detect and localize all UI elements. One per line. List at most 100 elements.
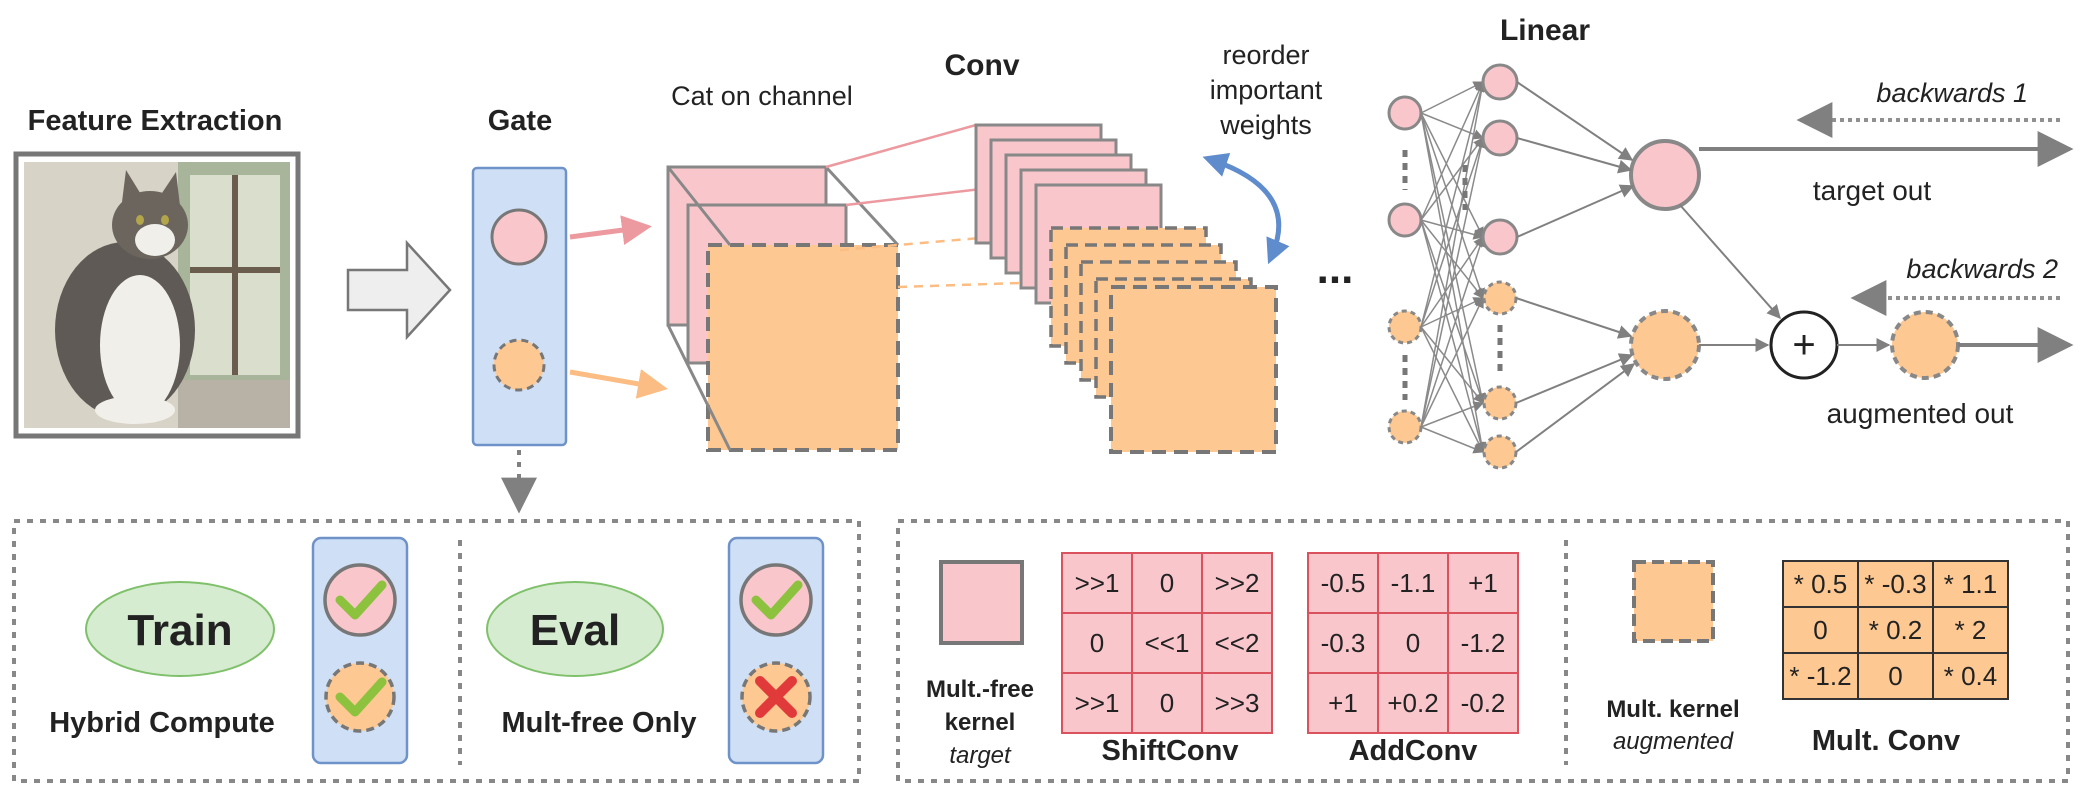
conv-link-line — [839, 230, 1051, 252]
train-augmented-node — [324, 661, 396, 733]
conv-link-line — [825, 123, 977, 169]
big-right-arrow-icon — [346, 239, 452, 341]
grid-cell-value: 0 — [1888, 661, 1902, 691]
eval-label: Eval — [530, 606, 621, 655]
grid-cell — [1307, 672, 1379, 734]
ellipsis: ... — [1317, 244, 1354, 293]
gate-target-node — [490, 208, 548, 266]
cat-on-channel-label: Cat on channel — [671, 81, 853, 111]
grid-cell-value: +1 — [1328, 688, 1358, 718]
check-icon — [335, 677, 387, 717]
addconv-grid: -0.5 -1.1 +1 -0.3 0 -1.2 +1 +0.2 -0.2 — [1307, 552, 1519, 734]
check-icon — [751, 580, 803, 620]
grid-cell-value: >>1 — [1075, 568, 1120, 598]
train-label: Train — [127, 606, 232, 655]
backwards2-label: backwards 2 — [1906, 254, 2058, 284]
conv-label: Conv — [945, 49, 1020, 82]
cross-icon — [755, 676, 797, 718]
grid-cell-value: * 0.5 — [1794, 569, 1848, 599]
train-target-node — [323, 563, 397, 637]
gate-pink-arrow — [569, 215, 652, 246]
multfree-kernel-label1: Mult.-free — [926, 676, 1034, 703]
grid-cell-value: * 1.1 — [1944, 569, 1998, 599]
grid-cell-value: 0 — [1160, 568, 1174, 598]
addconv-title: AddConv — [1349, 735, 1478, 767]
grid-cell — [1201, 612, 1273, 674]
linear-layer-network — [1420, 80, 1487, 454]
grid-cell — [1377, 612, 1449, 674]
grid-cell-value: >>2 — [1215, 568, 1260, 598]
grid-cell — [1377, 552, 1449, 614]
gate-orange-arrow — [569, 369, 668, 399]
grid-cell-value: -0.2 — [1461, 688, 1506, 718]
multfree-kernel-square — [939, 560, 1024, 645]
grid-cell-value: -0.5 — [1321, 568, 1366, 598]
grid-cell-value: >>3 — [1215, 688, 1260, 718]
grid-cell-value: +0.2 — [1387, 688, 1438, 718]
cat-photo — [13, 151, 301, 439]
reorder-arrow-icon — [1202, 153, 1290, 265]
grid-cell — [1447, 672, 1519, 734]
feature-extraction-label: Feature Extraction — [28, 105, 283, 137]
shiftconv-title: ShiftConv — [1102, 735, 1239, 767]
grid-cell — [1377, 672, 1449, 734]
grid-cell — [1201, 672, 1273, 734]
grid-cell-value: -1.2 — [1461, 628, 1506, 658]
grid-cell-value: * 0.4 — [1944, 661, 1998, 691]
grid-cell — [1782, 652, 1859, 700]
grid-cell-value: * -1.2 — [1789, 661, 1851, 691]
conv-kernel-stack — [974, 123, 1278, 454]
check-icon — [335, 580, 387, 620]
grid-cell — [1782, 606, 1859, 654]
grid-cell-value: -1.1 — [1391, 568, 1436, 598]
grid-cell — [1782, 560, 1859, 608]
grid-cell — [1932, 652, 2009, 700]
mult-kernel-label: Mult. kernel — [1606, 696, 1739, 723]
multfree-only-label: Mult-free Only — [502, 707, 697, 739]
grid-cell — [1932, 560, 2009, 608]
grid-cell-value: 0 — [1160, 688, 1174, 718]
grid-cell-value: >>1 — [1075, 688, 1120, 718]
grid-cell — [1131, 672, 1203, 734]
multfree-kernel-label2: kernel — [945, 709, 1016, 736]
concatenated-feature-maps — [666, 165, 900, 452]
grid-cell-value: <<1 — [1145, 628, 1190, 658]
grid-cell-value: +1 — [1468, 568, 1498, 598]
shiftconv-grid: >>1 0 >>2 0 <<1 <<2 >>1 0 >>3 — [1061, 552, 1273, 734]
target-out-label: target out — [1813, 175, 1932, 206]
backwards1-label: backwards 1 — [1876, 78, 2028, 108]
multconv-title: Mult. Conv — [1812, 725, 1960, 757]
grid-cell-value: * 2 — [1955, 615, 1987, 645]
gate-label: Gate — [488, 105, 552, 137]
reorder-label-line2: important — [1210, 75, 1323, 105]
plus-sign: + — [1792, 323, 1815, 367]
eval-ellipse — [486, 581, 664, 677]
grid-cell-value: * -0.3 — [1864, 569, 1926, 599]
train-eval-panel — [12, 519, 861, 783]
grid-cell-value: 0 — [1813, 615, 1827, 645]
grid-cell-value: * 0.2 — [1869, 615, 1923, 645]
reorder-label-line1: reorder — [1222, 40, 1309, 70]
grid-cell — [1932, 606, 2009, 654]
grid-cell-value: <<2 — [1215, 628, 1260, 658]
linear-output-arrows — [1515, 81, 1891, 453]
grid-cell — [1447, 612, 1519, 674]
grid-cell — [1447, 552, 1519, 614]
target-label: target — [949, 742, 1012, 769]
grid-cell-value: 0 — [1090, 628, 1104, 658]
linear-label: Linear — [1500, 14, 1590, 47]
grid-cell-value: -0.3 — [1321, 628, 1366, 658]
multconv-grid: * 0.5 * -0.3 * 1.1 0 * 0.2 * 2 * -1.2 0 * 0.4 — [1782, 560, 2009, 700]
kernel-types-panel — [896, 519, 2070, 783]
train-ellipse — [85, 581, 275, 677]
reorder-label-line3: weights — [1219, 110, 1312, 140]
gate-augmented-node — [492, 338, 546, 392]
linear-nodes: + — [1387, 63, 1960, 470]
eval-target-node — [739, 563, 813, 637]
hybrid-compute-label: Hybrid Compute — [49, 707, 275, 739]
augmented-out-label: augmented out — [1827, 398, 2014, 429]
grid-cell-value: 0 — [1406, 628, 1420, 658]
augmented-label: augmented — [1613, 728, 1734, 755]
mult-kernel-square — [1632, 560, 1715, 643]
